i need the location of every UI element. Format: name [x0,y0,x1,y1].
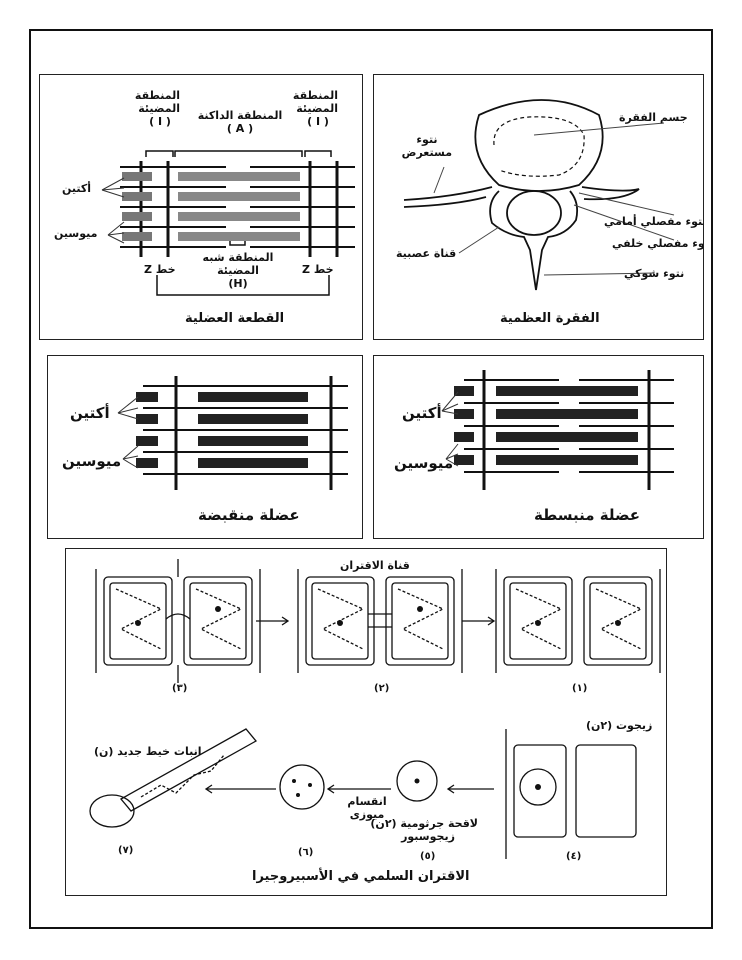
contracted-actin-label: أكتين [70,404,110,422]
transverse-process-right [581,186,640,201]
vertebra-body [474,99,604,192]
new-filament [119,728,258,812]
new-filament-label: انبات خيط جديد (ن) [94,745,202,758]
vertebra-caption: الفقرة العظمية [500,311,600,326]
relaxed-diagram [441,370,674,490]
stage-4-number: (٤) [566,851,582,862]
transverse-process-label-1: نتوء [416,133,438,146]
stage-3-cells [95,559,261,683]
contracted-myosin-label: ميوسين [62,452,122,470]
actin-label: أكتين [62,182,92,195]
stage-1-number: (١) [572,683,588,694]
stage-3-number: (٣) [172,683,188,694]
light-zone-right-label-1: المنطقة [292,89,338,102]
contracted-panel: أكتين ميوسين عضلة منقبضة [47,355,363,539]
meiosis-label-2: ميوزى [349,808,385,822]
zygospore-label-1: لاقحة جرثومية (٢ن) [370,817,478,830]
posterior-articular-label: نتوء مفصلي خلفي [612,237,704,250]
stage-2-cells [297,569,463,673]
relaxed-caption: عضلة منبسطة [534,506,640,524]
neural-canal [506,190,562,236]
myosin-filaments [122,172,300,241]
contracted-caption: عضلة منقبضة [198,506,300,524]
outer-frame [29,29,713,929]
conjugation-channel-label: قناة الاقتران [340,559,410,572]
light-zone-left-label-3: ( I ) [149,115,171,129]
myosin-label: ميوسين [54,227,98,240]
h-zone-label-1: المنطقة شبه [202,251,274,264]
vertebra-pointers [433,122,675,276]
vertebra-diagram [403,99,675,291]
z-line-right-label: خط Z [302,263,334,276]
meiosis-cell [279,764,325,810]
stage-6-number: (٦) [298,847,314,858]
dark-zone-label-2: ( A ) [226,122,254,136]
h-zone-label-3: (H) [228,277,248,291]
arrow-1-to-2 [462,616,496,626]
relaxed-actin-label: أكتين [402,404,442,422]
sarcomere-caption: القطعة العضلية [185,311,285,326]
transverse-process-label-2: مستعرض [401,146,452,160]
meiosis-label-1: انقسام [347,795,387,808]
stage-2-number: (٢) [374,683,390,694]
arrow-4-to-5 [446,784,494,794]
stage-4-cells [505,729,637,859]
sarcomere-pointers [101,177,125,244]
spirogyra-panel: قناة الاقتران (٣) (٢) (١) زيجوت (٢ن) انب… [65,548,667,896]
zone-brackets [145,150,332,296]
arrow-2-to-3 [256,616,290,626]
sarcomere-diagram [101,150,355,296]
light-zone-left-label-2: المضيئة [138,102,180,116]
anterior-articular-label: نتوء مفصلي أمامي [604,215,704,228]
h-zone-label-2: المضيئة [217,264,259,278]
relaxed-panel: أكتين ميوسين عضلة منبسطة [373,355,704,539]
stage-5-number: (٥) [420,851,436,862]
zygospore-label-2: زيجوسبور [401,830,455,844]
germinating-spore [89,794,135,828]
stage-7-number: (٧) [118,845,134,856]
stage-1-cells [495,569,661,673]
arrow-6-to-7 [204,784,276,794]
spirogyra-caption: الاقتران السلمي في الأسبيروجيرا [252,869,470,884]
arrow-5-to-6 [326,784,391,794]
neural-canal-label: قناة عصبية [396,247,457,260]
spirogyra-diagram [89,559,661,859]
zygospore [396,760,438,802]
relaxed-myosin-label: ميوسين [394,454,454,472]
actin-filaments [120,166,355,248]
z-line-left-label: خط Z [144,263,176,276]
transverse-process-left [403,186,493,201]
vertebra-body-label: جسم الفقرة [619,111,688,124]
light-zone-right-label-3: ( I ) [307,115,329,129]
spinous-process-label: نتوء شوكي [624,267,685,280]
light-zone-right-label-2: المضيئة [296,102,338,116]
light-zone-left-label-1: المنطقة [134,89,180,102]
zygote-label: زيجوت (٢ن) [586,719,653,732]
contracted-diagram [117,376,348,490]
dark-zone-label-1: المنطقة الداكنة [197,109,283,122]
